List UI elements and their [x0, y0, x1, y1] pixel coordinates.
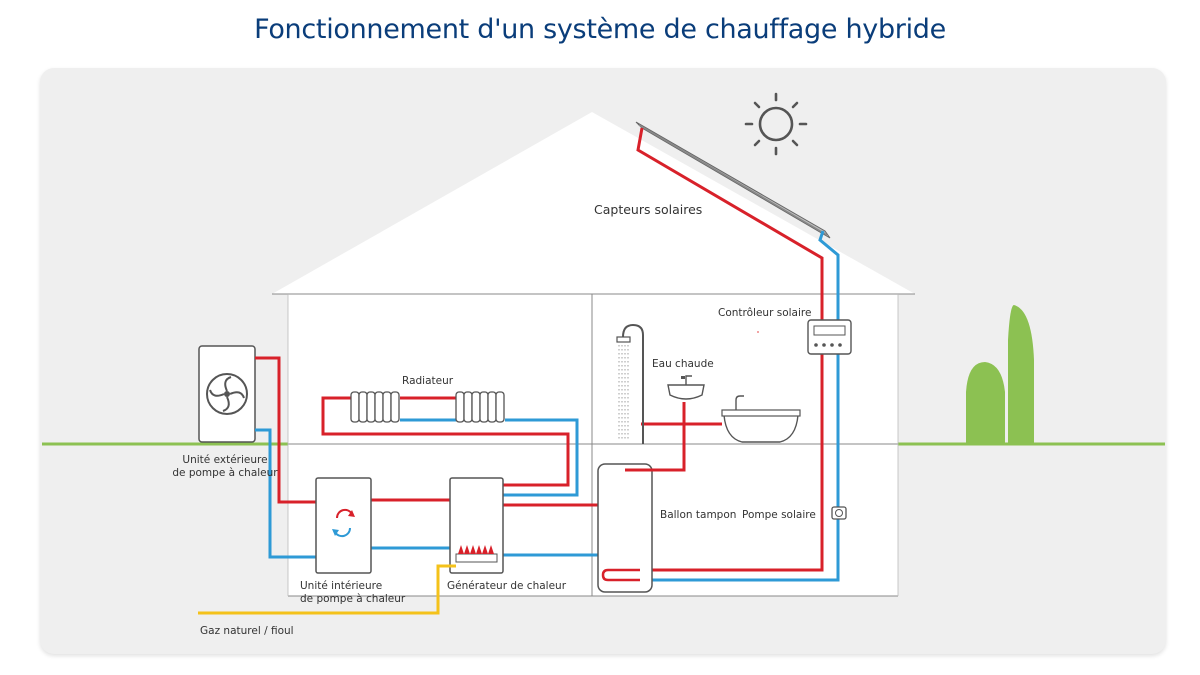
label-solar-pump: Pompe solaire [742, 509, 816, 521]
house [272, 112, 915, 597]
solar-hot-pipe [636, 127, 824, 572]
solar-controller-icon [807, 319, 852, 355]
indoor-heat-pump-unit [315, 477, 372, 574]
solar-pump-icon [831, 506, 847, 520]
label-buffer-tank: Ballon tampon [660, 509, 737, 521]
sink-icon [667, 375, 705, 400]
flame-icon [458, 545, 494, 554]
label-outdoor-unit-line1: Unité extérieure [182, 454, 268, 466]
label-solar-controller: Contrôleur solaire [718, 307, 812, 319]
outdoor-heat-pump-unit [198, 345, 256, 443]
heat-pump-cold-pipe [255, 428, 316, 559]
solar-collector-icon [635, 121, 831, 239]
radiator-icon [350, 391, 400, 423]
label-outdoor-unit-line2: de pompe à chaleur [172, 467, 278, 479]
heat-generator-unit [449, 477, 504, 574]
radiator-icon [455, 391, 505, 423]
label-indoor-unit: Unité intérieure de pompe à chaleur [300, 580, 405, 606]
label-gas-fuel: Gaz naturel / fioul [200, 625, 294, 637]
heat-pump-hot-pipe [255, 356, 316, 504]
radiator-hot-pipe [321, 396, 570, 487]
buffer-tank [597, 463, 653, 593]
label-radiator: Radiateur [402, 375, 454, 387]
gas-pipe [198, 564, 456, 615]
solar-cold-pipe [640, 230, 840, 582]
page-title: Fonctionnement d'un système de chauffage… [254, 14, 946, 45]
bathtub-icon [721, 395, 801, 443]
label-indoor-unit-line2: de pompe à chaleur [300, 593, 406, 605]
label-indoor-unit-line1: Unité intérieure [300, 580, 383, 592]
label-heat-generator: Générateur de chaleur [447, 580, 567, 592]
tree-icon [966, 305, 1034, 444]
label-hot-water: Eau chaude [652, 358, 714, 370]
sun-icon [744, 92, 808, 156]
shower-icon [616, 323, 644, 444]
indicator-dot [757, 331, 759, 333]
label-outdoor-unit: Unité extérieure de pompe à chaleur [150, 454, 300, 480]
label-solar-collectors: Capteurs solaires [594, 202, 703, 217]
radiator-return-pipe [477, 418, 579, 497]
